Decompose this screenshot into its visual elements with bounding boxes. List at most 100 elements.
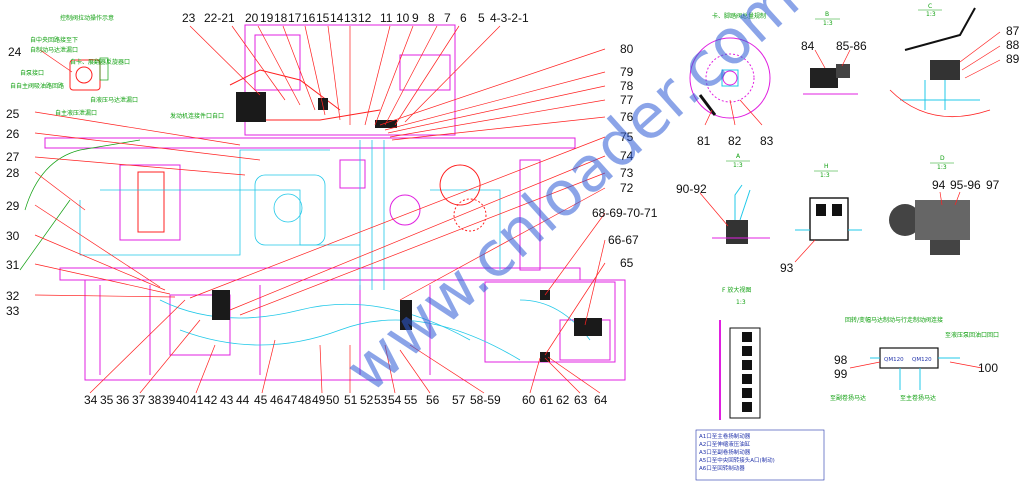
- svg-text:A6口至回转制动器: A6口至回转制动器: [699, 464, 745, 472]
- callout-48: 48: [298, 393, 312, 407]
- view-a-scale: 1:3: [733, 162, 743, 169]
- callouts-right: 80 79 78 77 76 75 74 73 72 68-69-70-71 6…: [592, 42, 658, 270]
- detail-view-a: A 1:3 90-92: [676, 153, 770, 244]
- callout-73: 73: [620, 166, 634, 180]
- svg-text:自液压马达泄漏口: 自液压马达泄漏口: [90, 96, 138, 104]
- red-hoses: [69, 59, 487, 232]
- callout-52: 52: [360, 393, 374, 407]
- callout-17: 17: [288, 11, 302, 25]
- svg-text:自卡、展翻器反旋器口: 自卡、展翻器反旋器口: [70, 58, 130, 66]
- svg-text:自主液压泄漏口: 自主液压泄漏口: [55, 109, 97, 117]
- callout-14: 14: [330, 11, 344, 25]
- svg-text:发动机连接件口自口: 发动机连接件口自口: [170, 112, 224, 120]
- callout-42: 42: [204, 393, 218, 407]
- callout-34: 34: [84, 393, 98, 407]
- callout-88: 88: [1006, 38, 1020, 52]
- callout-82: 82: [728, 134, 742, 148]
- callout-39: 39: [162, 393, 176, 407]
- svg-text:自泵接口: 自泵接口: [20, 69, 44, 77]
- svg-text:控制阀拉动操作示意: 控制阀拉动操作示意: [60, 14, 114, 22]
- svg-text:A3口至副卷扬制动器: A3口至副卷扬制动器: [699, 448, 751, 456]
- callout-95-96: 95-96: [950, 178, 981, 192]
- callout-54: 54: [388, 393, 402, 407]
- detail-motor-valve: 回转/变幅马达制动与行走制动阀连接 QM120 QM120 至液压泵回油口回口 …: [830, 316, 999, 402]
- callout-29: 29: [6, 199, 20, 213]
- svg-text:QM120: QM120: [884, 357, 904, 363]
- hydraulic-piping: [79, 140, 591, 361]
- svg-text:至副卷扬马达: 至副卷扬马达: [830, 394, 866, 402]
- callouts-left: 24 25 26 27 28 29 30 31 32 33: [6, 45, 22, 318]
- callout-20: 20: [245, 11, 259, 25]
- callout-18: 18: [274, 11, 288, 25]
- view-c-letter: C: [928, 3, 932, 10]
- callout-77: 77: [620, 93, 634, 107]
- callout-15: 15: [316, 11, 330, 25]
- callout-75: 75: [620, 130, 634, 144]
- callout-36: 36: [116, 393, 130, 407]
- callout-64: 64: [594, 393, 608, 407]
- view-h-letter: H: [824, 163, 829, 170]
- callout-33: 33: [6, 304, 20, 318]
- callout-80: 80: [620, 42, 634, 56]
- callout-56: 56: [426, 393, 440, 407]
- callout-68-69-70-71: 68-69-70-71: [592, 206, 658, 220]
- callout-94: 94: [932, 178, 946, 192]
- detail-view-c: C 1:3 87 88 89: [889, 3, 1020, 118]
- callout-85-86: 85-86: [836, 39, 867, 53]
- svg-text:回转/变幅马达制动与行走制动阀连接: 回转/变幅马达制动与行走制动阀连接: [845, 316, 943, 324]
- callouts-top: 23 22-21 20 19 18 17 16 15 14 13 12 11 1…: [182, 11, 529, 25]
- callout-100: 100: [978, 361, 998, 375]
- valve-blocks: [212, 92, 602, 362]
- legend-box: A1口至主卷扬制动器 A2口至伸缩液压油缸 A3口至副卷扬制动器 A5口至中央回…: [695, 429, 825, 481]
- svg-text:QM120: QM120: [912, 357, 932, 363]
- detail-brake-wheel: 卡、脚踏阀总量规制 81 82 83: [689, 12, 774, 148]
- callout-99: 99: [834, 367, 848, 381]
- callout-72: 72: [620, 181, 634, 195]
- callout-62: 62: [556, 393, 570, 407]
- callout-19: 19: [260, 11, 274, 25]
- svg-text:至主卷扬马达: 至主卷扬马达: [900, 394, 936, 402]
- callout-49: 49: [312, 393, 326, 407]
- view-h-scale: 1:3: [820, 172, 830, 179]
- callout-53: 53: [374, 393, 388, 407]
- callout-60: 60: [522, 393, 536, 407]
- callout-37: 37: [132, 393, 146, 407]
- detail-view-d: D 1:3 94 95-96 97: [889, 155, 1000, 255]
- svg-text:自自主阀吸油路回路: 自自主阀吸油路回路: [10, 82, 64, 90]
- callout-25: 25: [6, 107, 20, 121]
- view-a-letter: A: [736, 153, 741, 160]
- callout-79: 79: [620, 65, 634, 79]
- callout-35: 35: [100, 393, 114, 407]
- callout-24: 24: [8, 45, 22, 59]
- callout-50: 50: [326, 393, 340, 407]
- callout-12: 12: [358, 11, 372, 25]
- callout-83: 83: [760, 134, 774, 148]
- callout-90-92: 90-92: [676, 182, 707, 196]
- callout-61: 61: [540, 393, 554, 407]
- svg-text:自制动马达泄漏口: 自制动马达泄漏口: [30, 46, 78, 54]
- svg-text:至液压泵回油口回口: 至液压泵回油口回口: [945, 331, 999, 339]
- callout-10: 10: [396, 11, 410, 25]
- detail-view-f: F 放大视图 1:3: [719, 286, 761, 420]
- svg-text:自中央回路接至下: 自中央回路接至下: [30, 36, 78, 44]
- detail-view-b: B 1:3 84 85-86: [801, 11, 867, 95]
- callout-55: 55: [404, 393, 418, 407]
- callout-47: 47: [284, 393, 298, 407]
- callout-57: 57: [452, 393, 466, 407]
- callout-28: 28: [6, 166, 20, 180]
- callout-43: 43: [220, 393, 234, 407]
- callout-6: 6: [460, 11, 467, 25]
- callout-16: 16: [302, 11, 316, 25]
- view-f-scale: 1:3: [736, 299, 746, 306]
- callout-89: 89: [1006, 52, 1020, 66]
- leader-lines: [34, 25, 606, 394]
- callout-44: 44: [236, 393, 250, 407]
- callout-65: 65: [620, 256, 634, 270]
- top-left-notes: 控制阀拉动操作示意 自中央回路接至下 自制动马达泄漏口 自泵接口 自自主阀吸油路…: [10, 14, 224, 120]
- callout-66-67: 66-67: [608, 233, 639, 247]
- svg-text:A2口至伸缩液压油缸: A2口至伸缩液压油缸: [699, 440, 751, 448]
- svg-text:A1口至主卷扬制动器: A1口至主卷扬制动器: [699, 432, 751, 440]
- callout-84: 84: [801, 39, 815, 53]
- callout-76: 76: [620, 110, 634, 124]
